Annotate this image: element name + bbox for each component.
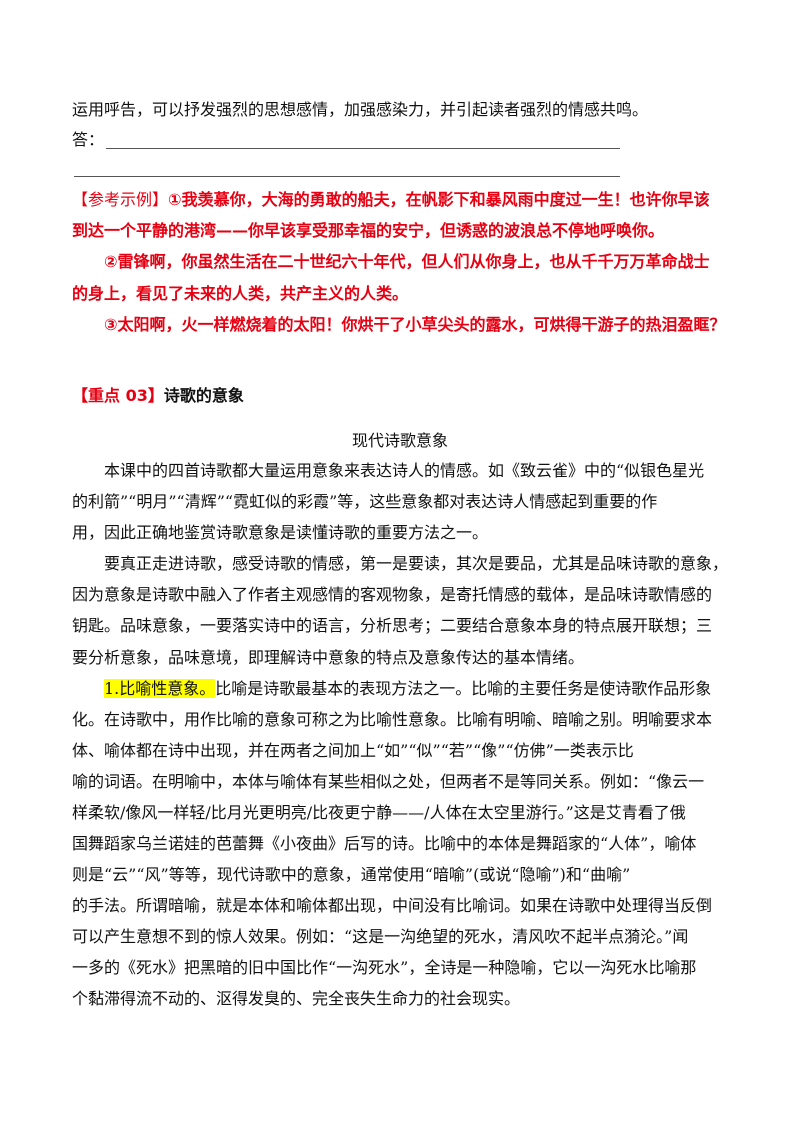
p3-line-10: 一多的《死水》把黑暗的旧中国比作“一沟死水”，全诗是一种隐喻，它以一沟死水比喻那 (72, 958, 697, 977)
p1-line-3: 用，因此正确地鉴赏诗歌意象是读懂诗歌的重要方法之一。 (72, 523, 489, 542)
highlighted-term: 1.比喻性意象。 (104, 679, 216, 698)
reference-1-part1: ①我羡慕你，大海的勇敢的船夫，在帆影下和暴风雨中度过一生！也许你早该 (168, 190, 710, 209)
p3-line-5: 样柔软/像风一样轻/比月光更明亮/比夜更宁静——/人体在太空里游行。”这是艾青看… (72, 803, 686, 822)
p3-line-1-rest: 比喻是诗歌最基本的表现方法之一。比喻的主要任务是使诗歌作品形象 (215, 679, 712, 698)
section-tag: 【重点 03】 (72, 386, 164, 405)
reference-2-part1: ②雷锋啊，你虽然生活在二十世纪六十年代，但人们从你身上，也从千千万万革命战士 (104, 252, 710, 271)
intro-text: 运用呼告，可以抒发强烈的思想感情，加强感染力，并引起读者强烈的情感共鸣。 (72, 100, 649, 119)
p2-line-1: 要真正走进诗歌，感受诗歌的情感，第一是要读，其次是要品，尤其是品味诗歌的意象， (104, 554, 729, 573)
subsection-title: 现代诗歌意象 (351, 431, 448, 450)
p3-line-9: 可以产生意想不到的惊人效果。例如：“这是一沟绝望的死水，清风吹不起半点漪沦。”闻 (72, 927, 689, 946)
answer-label: 答： (72, 130, 105, 149)
reference-tag: 【参考示例】 (72, 190, 169, 209)
p3-line-11: 个黏滞得流不动的、沤得发臭的、完全丧失生命力的社会现实。 (72, 989, 521, 1008)
section-title: 诗歌的意象 (163, 386, 244, 405)
p3-line-8: 的手法。所谓暗喻，就是本体和喻体都出现，中间没有比喻词。如果在诗歌中处理得当反倒 (72, 896, 713, 915)
p2-line-2: 因为意象是诗歌中融入了作者主观感情的客观物象，是寄托情感的载体，是品味诗歌情感的 (72, 585, 713, 604)
p1-line-2: 的利箭”“明月”“清辉”“霓虹似的彩霞”等，这些意象都对表达诗人情感起到重要的作 (72, 492, 658, 511)
p3-line-6: 国舞蹈家乌兰诺娃的芭蕾舞《小夜曲》后写的诗。比喻中的本体是舞蹈家的“人体”，喻体 (72, 834, 697, 853)
p2-line-4: 要分析意象，品味意境，即理解诗中意象的特点及意象传达的基本情绪。 (72, 648, 585, 667)
section-heading: 【重点 03】诗歌的意象 (72, 385, 732, 407)
p3-line-3: 体、喻体都在诗中出现，并在两者之间加上“如”“似”“若”“像”“仿佛”一类表示比 (72, 741, 634, 760)
p2-line-3: 钥匙。品味意象，一要落实诗中的语言，分析思考；二要结合意象本身的特点展开联想；三 (72, 616, 713, 635)
p3-line-4: 喻的词语。在明喻中，本体与喻体有某些相似之处，但两者不是等同关系。例如：“像云一 (72, 772, 705, 791)
reference-3: ③太阳啊，火一样燃烧着的太阳！你烘干了小草尖头的露水，可烘得干游子的热泪盈眶？ (104, 315, 726, 334)
p3-line-2: 化。在诗歌中，用作比喻的意象可称之为比喻性意象。比喻有明喻、暗喻之别。明喻要求本 (72, 710, 713, 729)
p3-line-1: 1.比喻性意象。比喻是诗歌最基本的表现方法之一。比喻的主要任务是使诗歌作品形象 (104, 678, 764, 700)
p1-line-1: 本课中的四首诗歌都大量运用意象来表达诗人的情感。如《致云雀》中的“似银色星光 (104, 461, 705, 480)
answer-line-1[interactable] (106, 148, 620, 149)
p3-line-7: 则是“云”“风”等等，现代诗歌中的意象，通常使用“暗喻”(或说“隐喻”)和“曲喻… (72, 865, 631, 884)
answer-line-2[interactable] (74, 176, 620, 177)
reference-line-1: 【参考示例】①我羡慕你，大海的勇敢的船夫，在帆影下和暴风雨中度过一生！也许你早该 (72, 189, 732, 211)
reference-2-part2: 的身上，看见了未来的人类，共产主义的人类。 (72, 284, 409, 303)
reference-1-part2: 到达一个平静的港湾——你早该享受那幸福的安宁，但诱惑的波浪总不停地呼唤你。 (72, 221, 665, 240)
